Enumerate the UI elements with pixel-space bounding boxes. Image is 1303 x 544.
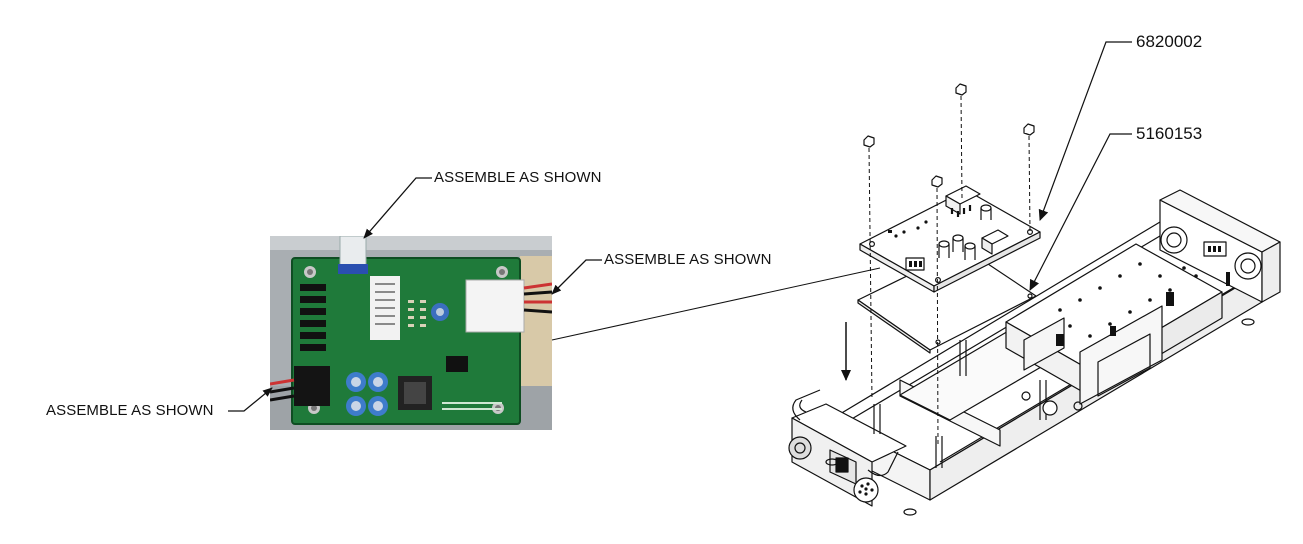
installed-module	[1005, 243, 1223, 405]
assembly-dashes	[868, 95, 1031, 447]
reference-line	[551, 267, 881, 341]
leader-5160153	[1029, 133, 1132, 291]
callout-right-label: ASSEMBLE AS SHOWN	[604, 251, 772, 268]
callout-top-label: ASSEMBLE AS SHOWN	[434, 169, 602, 186]
screws	[863, 83, 1035, 188]
part-number-insulator: 5160153	[1136, 124, 1203, 143]
exploded-board	[859, 185, 1041, 293]
rear-panel	[1159, 189, 1281, 303]
leader-right	[551, 259, 602, 295]
white-connector	[465, 279, 525, 333]
black-connector	[294, 366, 330, 406]
leader-6820002	[1038, 41, 1132, 221]
leader-left	[228, 387, 273, 412]
pcb-photo	[270, 236, 552, 430]
leader-top	[363, 177, 432, 239]
callout-left-label: ASSEMBLE AS SHOWN	[46, 402, 214, 419]
part-number-board: 6820002	[1136, 32, 1203, 51]
